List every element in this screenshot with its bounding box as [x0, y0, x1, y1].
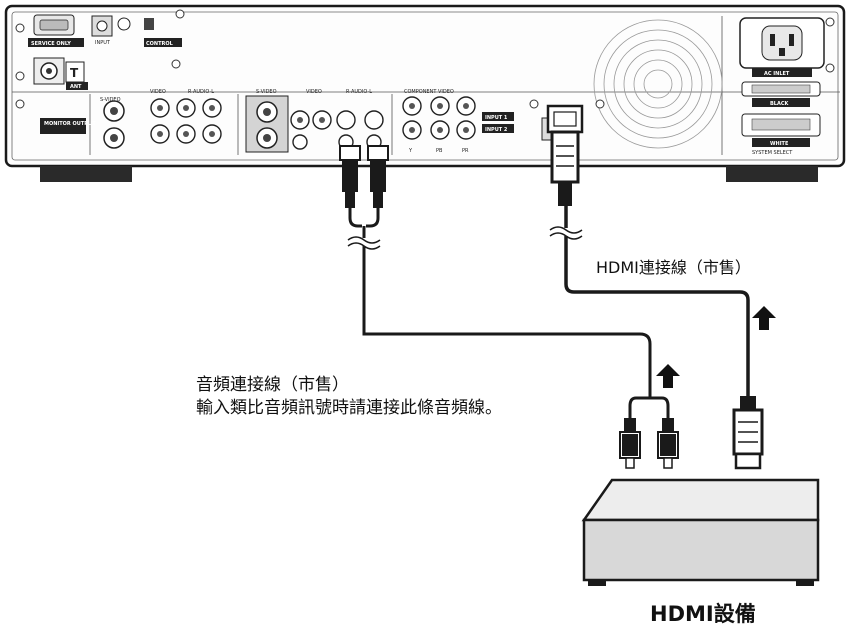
control-label: CONTROL: [146, 41, 174, 47]
ac-inlet: AC INLET: [739, 17, 825, 77]
ant-label: ANT: [70, 84, 82, 90]
input-label: INPUT: [95, 40, 111, 46]
rca-plug-bottom-right: [657, 418, 679, 469]
svg-text:T: T: [70, 66, 79, 80]
audio-direction-arrow: [656, 364, 680, 388]
svideo-2-label: S-VIDEO: [256, 89, 277, 95]
monitor-output-label: MONITOR OUTPUT: [44, 121, 96, 127]
input-1-jacks: S-VIDEO VIDEO R-AUDIO-L: [100, 89, 222, 149]
rca-plug-bottom-left: [619, 418, 641, 469]
right-foot: [726, 166, 818, 182]
audio-cable-break: [347, 236, 381, 250]
hdmi-cable-break: [549, 226, 583, 240]
pr-label: PR: [462, 148, 469, 154]
hdmi-plug-bottom: [732, 396, 764, 470]
hdmi-cable-label: HDMI連接線（市售）: [596, 258, 751, 277]
audio-cable-label: 音頻連接線（市售）: [196, 375, 349, 395]
raudiol-2-label: R-AUDIO-L: [346, 89, 372, 95]
pb-label: PB: [436, 148, 443, 154]
fan-grille: [593, 19, 723, 149]
white-label: WHITE: [770, 141, 789, 147]
hdmi-plug-top: [546, 104, 584, 206]
svideo-1-label: S-VIDEO: [100, 97, 121, 103]
y-label: Y: [408, 148, 413, 154]
raudiol-1-label: R-AUDIO-L: [188, 89, 214, 95]
audio-cable-note: 輸入類比音頻訊號時請連接此條音頻線。: [196, 398, 502, 418]
system-select: BLACK WHITE SYSTEM SELECT: [741, 81, 821, 156]
hdmi-direction-arrow: [752, 306, 776, 330]
rca-plug-top-right: [367, 145, 389, 208]
ac-inlet-label: AC INLET: [764, 71, 790, 77]
hdmi-device-label: HDMI設備: [650, 602, 756, 626]
black-label: BLACK: [770, 101, 790, 107]
component-video-label: COMPONENT VIDEO: [404, 89, 454, 95]
system-select-label: SYSTEM SELECT: [752, 150, 793, 156]
screws: [15, 9, 835, 109]
hdmi-device-box: [581, 478, 820, 586]
rca-plug-top-left: [339, 145, 361, 208]
video-1-label: VIDEO: [150, 89, 166, 95]
left-foot: [40, 166, 132, 182]
video-2-label: VIDEO: [306, 89, 322, 95]
input-1-label: INPUT 1: [485, 115, 508, 121]
input-2-label: INPUT 2: [485, 127, 508, 133]
rear-panel: SERVICE ONLY INPUT CONTROL T ANT MONITOR…: [4, 4, 846, 182]
hdmi-cable: [564, 206, 750, 398]
component-video-jacks: COMPONENT VIDEO Y PB PR INPUT 1 INPUT 2: [402, 89, 514, 154]
control-jack: [117, 17, 131, 31]
service-only-label: SERVICE ONLY: [31, 41, 71, 47]
audio-cable: [348, 206, 670, 420]
